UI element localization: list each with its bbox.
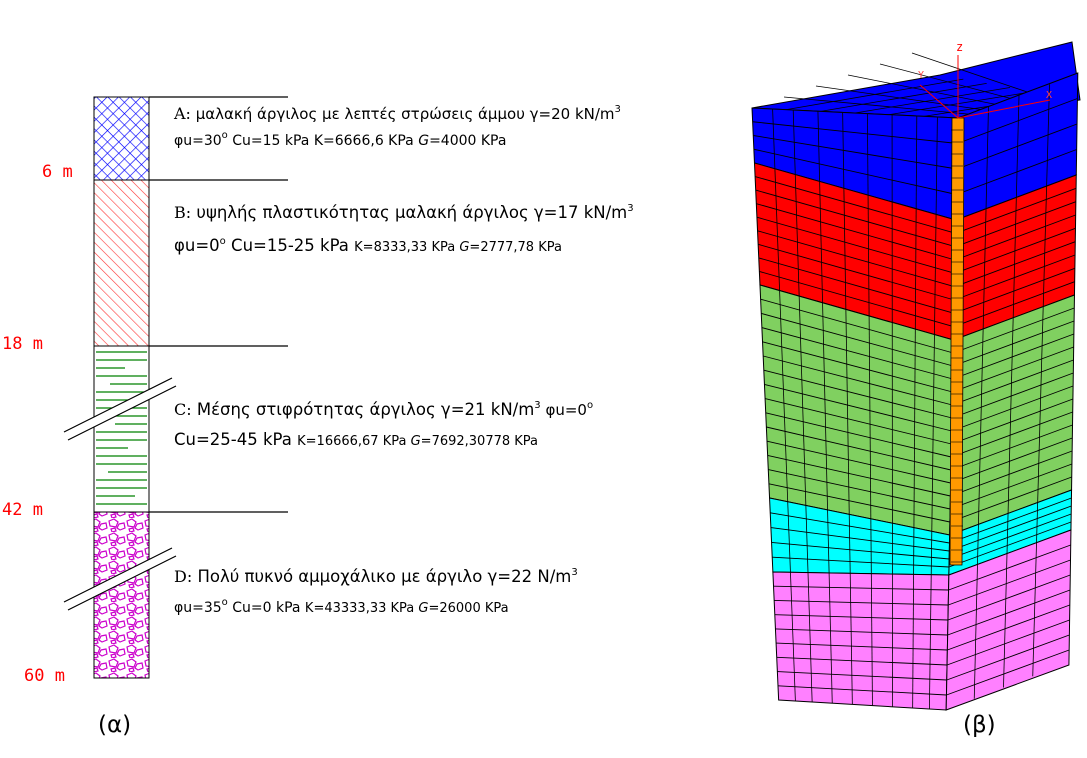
axis-label-x: X — [1046, 90, 1053, 101]
layer-b-description: B: υψηλής πλαστικότητας μαλακή άργιλος γ… — [174, 203, 634, 222]
depth-label-6m: 6 m — [42, 162, 73, 182]
layer-a-title: μαλακή άργιλος με λεπτές στρώσεις άμμου … — [190, 105, 615, 123]
layer-a-k: K=6666,6 KPa — [313, 133, 419, 149]
layer-d-cu: Cu=0 kPa — [227, 600, 305, 616]
layer-c-letter: C: — [174, 400, 192, 419]
layer-b-phi-degree: o — [219, 236, 226, 247]
layer-d-letter: D: — [174, 567, 193, 586]
layer-c-g-label: G — [410, 434, 421, 449]
layer-d-unit-exponent: 3 — [571, 567, 578, 578]
layer-d-phi-degree: o — [221, 597, 228, 608]
axis-label-z: z — [956, 40, 964, 54]
layer-b-phi: φu=0 — [174, 236, 220, 255]
layer-d-parameters: φu=35o Cu=0 kPa K=43333,33 KPa G=26000 K… — [174, 597, 509, 617]
layer-a-parameters: φu=30o Cu=15 kPa K=6666,6 KPa G=4000 KPa — [174, 130, 507, 150]
axis-label-y: Y — [918, 70, 925, 81]
layer-b-parameters: φu=0o Cu=15-25 kPa K=8333,33 KPa G=2777,… — [174, 236, 562, 255]
layer-d-title: Πολύ πυκνό αμμοχάλικο με άργιλο γ=22 N/m — [192, 567, 572, 586]
layer-b-unit-exponent: 3 — [627, 203, 634, 214]
panel-label-left: (α) — [98, 712, 132, 738]
break-mark-upper — [63, 377, 177, 441]
layer-a-unit-exponent: 3 — [614, 104, 621, 115]
layer-c-unit-exponent: 3 — [534, 400, 541, 411]
layer-b-g-value: =2777,78 KPa — [469, 240, 562, 255]
layer-c-g-value: =7692,30778 KPa — [420, 434, 539, 449]
layer-c-parameters: Cu=25-45 kPa K=16666,67 KPa G=7692,30778… — [174, 430, 538, 449]
layer-d-column — [93, 511, 150, 679]
layer-a-letter: A: — [174, 104, 191, 123]
layer-a-cu: Cu=15 kPa — [227, 133, 314, 149]
layer-a-g-label: G — [418, 133, 430, 149]
layer-a-column — [93, 96, 150, 181]
layer-a-phi: φu=30 — [174, 133, 222, 149]
layer-c-phi-degree: o — [586, 400, 594, 411]
layer-d-description: D: Πολύ πυκνό αμμοχάλικο με άργιλο γ=22 … — [174, 567, 578, 586]
layer-b-letter: B: — [174, 203, 192, 222]
y-axis-icon — [919, 84, 959, 119]
depth-label-60m: 60 m — [24, 666, 65, 686]
depth-label-42m: 42 m — [2, 500, 43, 520]
layer-c-cu: Cu=25-45 kPa — [174, 430, 298, 449]
layer-a-description: A: μαλακή άργιλος με λεπτές στρώσεις άμμ… — [174, 104, 621, 123]
x-axis-icon — [957, 99, 1051, 119]
layer-b-g-label: G — [459, 240, 470, 255]
panel-label-right: (β) — [963, 712, 996, 738]
layer-c-k: K=16666,67 KPa — [297, 434, 411, 449]
layer-b-cu: Cu=15-25 kPa — [225, 236, 355, 255]
layer-c-column — [93, 345, 150, 513]
layer-b-column — [93, 179, 150, 347]
break-mark-lower — [63, 547, 177, 611]
layer-b-title: υψηλής πλαστικότητας μαλακή άργιλος γ=17… — [191, 203, 628, 222]
layer-c-description: C: Μέσης στιφρότητας άργιλος γ=21 kN/m3 … — [174, 400, 593, 419]
layer-a-phi-degree: o — [221, 130, 228, 141]
depth-label-18m: 18 m — [2, 334, 43, 354]
layer-a-g-value: =4000 KPa — [429, 133, 507, 149]
layer-boundaries — [149, 96, 288, 513]
layer-b-k: K=8333,33 KPa — [354, 240, 460, 255]
mesh-layer-d-front — [772, 571, 950, 711]
layer-d-g-label: G — [418, 601, 429, 616]
layer-d-phi: φu=35 — [174, 600, 222, 616]
layer-c-title: Μέσης στιφρότητας άργιλος γ=21 kN/m — [191, 400, 535, 419]
layer-c-phi: φu=0 — [540, 401, 587, 419]
layer-d-k: K=43333,33 KPa — [304, 601, 419, 616]
mesh-pile — [949, 117, 965, 566]
layer-d-g-value: =26000 KPa — [428, 601, 509, 616]
